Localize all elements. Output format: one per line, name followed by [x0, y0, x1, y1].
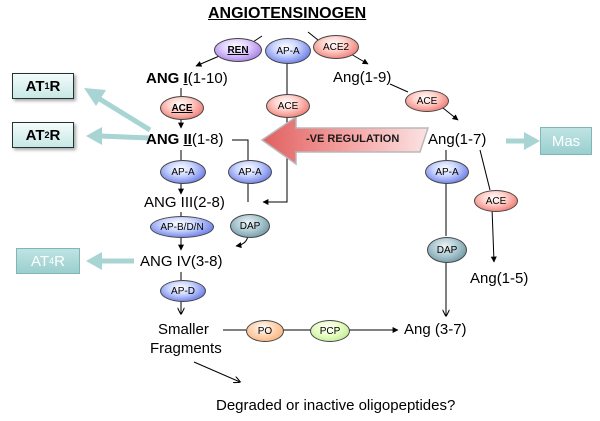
angiotensinogen-title: ANGIOTENSINOGEN: [208, 5, 367, 22]
at4r-subscript: 4: [49, 256, 55, 266]
edge-ang2-apa-mid: [232, 139, 249, 160]
ace-mid-enzyme: ACE: [266, 94, 310, 118]
ve-regulation-label: -VE REGULATION: [306, 133, 400, 145]
ve-regulation-arrow: [260, 115, 430, 166]
ang-i-prefix: ANG: [146, 70, 184, 87]
po-enzyme: PO: [246, 320, 284, 342]
at2r-subscript: 2: [44, 130, 50, 140]
ang-1-7-label: Ang(1-7): [428, 131, 487, 148]
apa-right-enzyme: AP-A: [425, 160, 469, 184]
apa-mid-enzyme: AP-A: [228, 160, 272, 184]
edge-smaller-degraded: [193, 361, 240, 382]
ang-i-range: (1-10): [187, 70, 228, 87]
apa-top-enzyme: AP-A: [265, 38, 311, 64]
ang-3-7-label: Ang (3-7): [404, 321, 467, 338]
ace-right1-enzyme: ACE: [405, 90, 449, 112]
dap-right-enzyme: DAP: [427, 237, 467, 263]
pcp-enzyme: PCP: [310, 320, 350, 342]
ang-ii-numeral: II: [183, 131, 192, 148]
arrow-ang4-at4r-head: [86, 252, 102, 270]
ang-iv-label: ANG IV(3-8): [140, 253, 223, 270]
arrow-ang1-at1r-head: [84, 88, 106, 106]
arrow-ang1-at1r: [96, 95, 152, 133]
ang-iii-label: ANG III(2-8): [144, 194, 225, 211]
at1r-prefix: AT: [25, 77, 45, 95]
ang-1-5-label: Ang(1-5): [470, 270, 529, 287]
ang-ii-label: ANG II(1-8): [146, 131, 224, 149]
ang-i-label: ANG I(1-10): [146, 70, 228, 88]
at1r-subscript: 1: [44, 81, 50, 91]
apbdn-enzyme: AP-B/D/N: [150, 216, 214, 238]
dap-mid-enzyme: DAP: [230, 214, 270, 238]
ang-i-numeral: I: [183, 70, 188, 87]
at4r-suffix: R: [54, 252, 65, 270]
ren-enzyme: REN: [214, 38, 262, 62]
ang-ii-range: (1-8): [191, 131, 224, 148]
ang-ii-prefix: ANG: [146, 131, 184, 148]
smaller-fragments-line2: Fragments: [150, 340, 222, 357]
edge-ang19-ace: [389, 83, 409, 93]
at1r-suffix: R: [49, 77, 61, 95]
edge-ang17-ace: [479, 149, 491, 191]
edge-agt-ace2: [307, 31, 319, 41]
at2r-prefix: AT: [25, 126, 45, 144]
arrow-ang17-mas-head: [524, 132, 540, 150]
at4r-prefix: AT: [31, 252, 50, 270]
arrow-ang2-at2r-head: [86, 127, 102, 145]
ace2-enzyme: ACE2: [313, 35, 359, 59]
mas-receptor: Mas: [540, 127, 592, 155]
edge-ace-ang15: [490, 207, 497, 263]
ace-main-enzyme: ACE: [160, 96, 204, 120]
smaller-fragments-line1: Smaller: [158, 321, 209, 338]
apa-left-enzyme: AP-A: [160, 160, 206, 184]
at2r-suffix: R: [49, 126, 61, 144]
arrow-ang2-at2r: [99, 133, 151, 141]
ang-1-9-label: Ang(1-9): [333, 69, 392, 86]
degraded-oligopeptides-label: Degraded or inactive oligopeptides?: [216, 397, 456, 414]
apd-enzyme: AP-D: [160, 280, 206, 302]
ace-right2-enzyme: ACE: [474, 190, 518, 212]
